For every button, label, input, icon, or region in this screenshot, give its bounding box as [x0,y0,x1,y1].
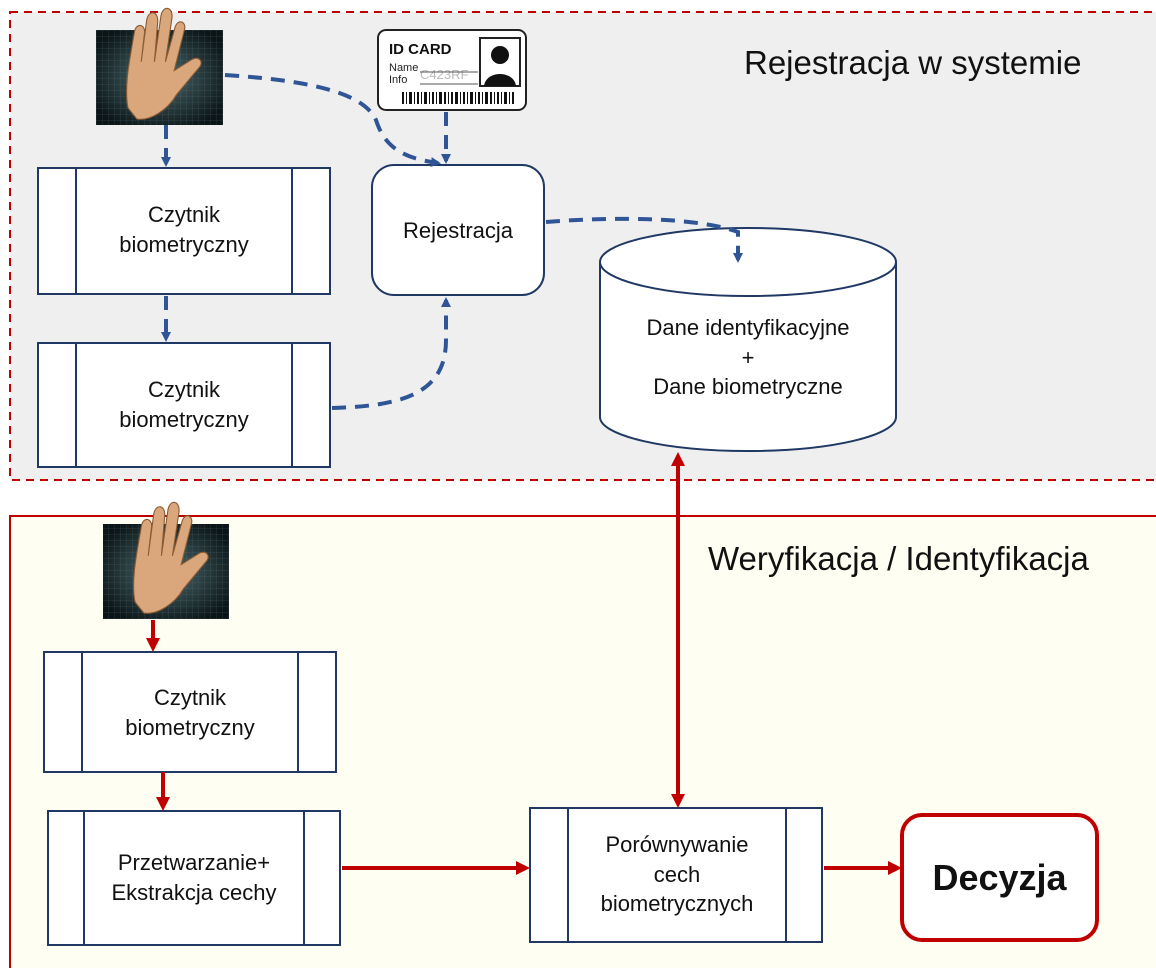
registration-label: Rejestracja [402,218,514,243]
arrow-reader-2-to-registration [331,297,451,410]
decision-box [900,813,1099,942]
compare-label-line-1: Porównywanie [605,832,749,857]
id-card-title: ID CARD [389,41,452,58]
id-card-field-name: Name [389,62,418,74]
compare-label: Porównywanie cech biometrycznych [568,830,786,919]
compare-label-line-3: biometrycznych [600,891,754,917]
reader-box-1 [37,167,331,295]
database-label-line-2: + [741,344,755,370]
reader-2-label-line-2: biometryczny [119,406,249,432]
reader-3-label-line-1: Czytnik [153,685,227,710]
reader-3-label: Czytnik biometryczny [82,683,298,742]
arrow-hand-to-registration [224,73,441,168]
id-card-icon: ID CARD Name Info C423RF [377,29,527,111]
database-cylinder [599,227,897,452]
processing-label: Przetwarzanie+ Ekstrakcja cechy [84,848,304,907]
processing-label-line-2: Ekstrakcja cechy [111,879,277,905]
reader-1-label-line-2: biometryczny [119,231,249,257]
reader-1-label-line-1: Czytnik [147,202,221,227]
barcode [402,92,514,104]
compare-box [529,807,823,943]
reader-3-label-line-2: biometryczny [125,714,255,740]
database-label-line-1: Dane identyfikacyjne [646,315,850,340]
id-card-watermark: C423RF [420,67,468,82]
processing-label-line-1: Przetwarzanie+ [117,850,271,875]
reader-box-3 [43,651,337,773]
hand-scan-image-verification [103,501,229,619]
verification-section-title: Weryfikacja / Identyfikacja [708,540,1089,577]
reader-1-label: Czytnik biometryczny [76,200,292,259]
arrow-registration-to-database [545,216,743,263]
reader-2-label-line-1: Czytnik [147,377,221,402]
database-label: Dane identyfikacyjne + Dane biometryczne [600,313,896,402]
registration-section-title: Rejestracja w systemie [744,44,1082,81]
processing-box [47,810,341,946]
hand-scan-image-registration [96,7,223,125]
decision-label: Decyzja [932,857,1067,898]
id-card-field-info: Info [389,74,407,86]
compare-label-line-2: cech [653,861,701,887]
registration-box [371,164,545,296]
database-label-line-3: Dane biometryczne [653,374,843,400]
reader-2-label: Czytnik biometryczny [76,375,292,434]
reader-box-2 [37,342,331,468]
